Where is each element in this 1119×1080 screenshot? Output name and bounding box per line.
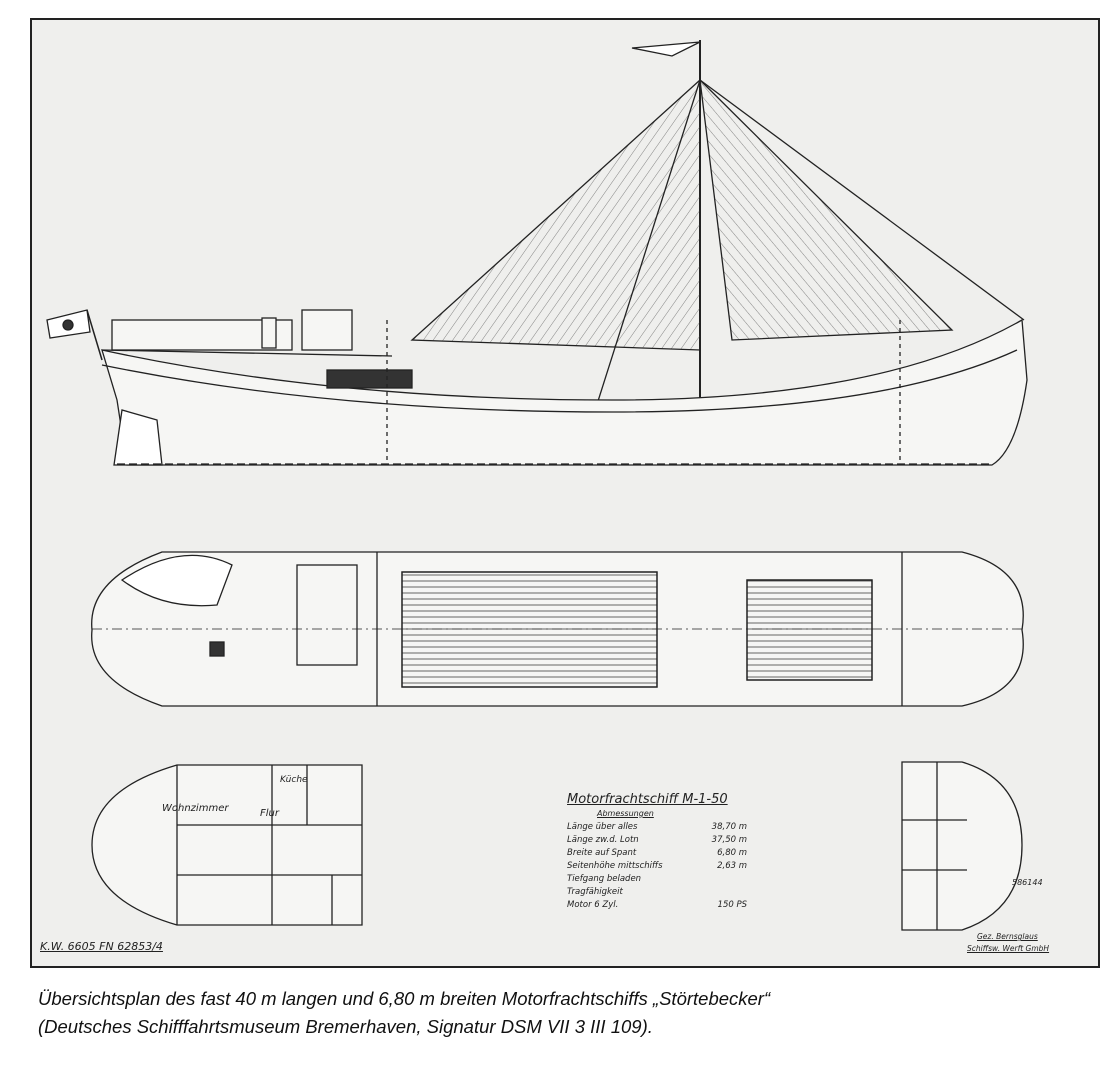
drawing-number: K.W. 6605 FN 62853/4 <box>40 940 163 953</box>
dimension-label: Motor 6 Zyl. <box>567 900 619 910</box>
dimension-value: 6,80 m <box>717 848 747 858</box>
caption-line-2: (Deutsches Schifffahrtsmuseum Bremerhave… <box>38 1016 653 1037</box>
dimension-value: 37,50 m <box>711 835 747 845</box>
dimension-label: Länge zw.d. Lotn <box>567 835 639 845</box>
dimension-value: 150 PS <box>717 900 747 910</box>
title-block-title: Motorfrachtschiff M-1-50 <box>567 792 728 807</box>
room-label-kitchen: Küche <box>280 775 308 785</box>
signature-line: Schiffsw. Werft GmbH <box>967 944 1050 953</box>
dimension-label: Länge über alles <box>567 822 638 832</box>
dimension-row: Länge über alles 38,70 m <box>567 821 747 834</box>
dimension-label: Tragfähigkeit <box>567 887 623 897</box>
cabin-plan-aft <box>91 764 363 926</box>
figure-caption: Übersichtsplan des fast 40 m langen und … <box>38 985 770 1041</box>
title-block: Motorfrachtschiff M-1-50 Abmessungen Län… <box>567 792 747 912</box>
dimension-label: Seitenhöhe mittschiffs <box>567 861 663 871</box>
dimension-value: 2,63 m <box>717 861 747 871</box>
room-label-hall: Flur <box>260 808 279 819</box>
dimension-row: Motor 6 Zyl. 150 PS <box>567 899 747 912</box>
dimension-row: Seitenhöhe mittschiffs 2,63 m <box>567 860 747 873</box>
dimension-row: Länge zw.d. Lotn 37,50 m <box>567 834 747 847</box>
ship-plan-drawing: Wohnzimmer Küche Flur Motorfrachtschiff … <box>30 18 1100 968</box>
dimension-value: 38,70 m <box>711 822 747 832</box>
dimension-label: Tiefgang beladen <box>567 874 642 884</box>
deck-plan <box>91 551 1024 707</box>
dimension-row: Tiefgang beladen <box>567 873 747 886</box>
cabin-plan-bow <box>901 761 1023 931</box>
dimension-label: Breite auf Spant <box>567 848 637 858</box>
stamp-number: 586144 <box>1012 878 1043 887</box>
caption-line-1: Übersichtsplan des fast 40 m langen und … <box>38 988 771 1009</box>
dimension-row: Breite auf Spant 6,80 m <box>567 847 747 860</box>
dimension-row: Tragfähigkeit <box>567 886 747 899</box>
room-label-living: Wohnzimmer <box>162 803 229 814</box>
signature-line: Gez. Bernsglaus <box>977 932 1038 941</box>
ship-drawing-lines <box>46 40 1028 931</box>
side-elevation <box>46 40 1028 466</box>
title-block-subtitle: Abmessungen <box>597 809 654 818</box>
